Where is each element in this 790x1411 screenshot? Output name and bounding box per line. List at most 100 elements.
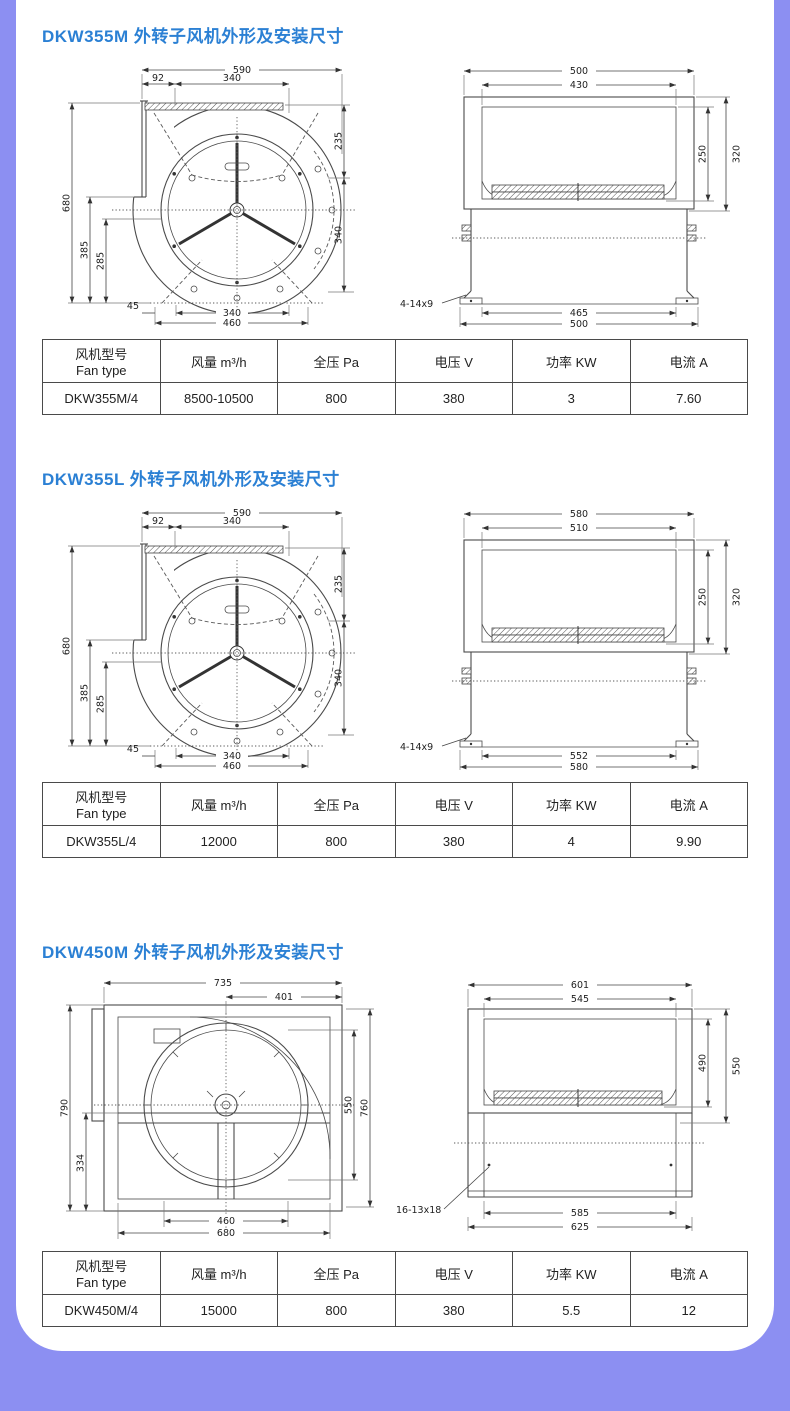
table-row: DKW355M/4 8500-10500 800 380 3 7.60 [42,382,748,415]
header-fan-type-cn: 风机型号 [75,790,128,805]
dim-label: 340 [223,73,241,84]
cell-power: 3 [512,382,631,415]
cell-current: 9.90 [629,825,748,858]
dim-label: 285 [96,252,107,270]
dim-label: 320 [732,145,743,163]
dim-label: 340 [223,516,241,527]
header-pressure: 全压 Pa [277,782,396,826]
header-airflow: 风量 m³/h [159,339,278,383]
header-airflow: 风量 m³/h [159,782,278,826]
dkw355l-front-view-drawing: 590 92 340 235 340 680 385 [62,508,356,772]
spec-table-dkw355m: 风机型号 Fan type 风量 m³/h 全压 Pa 电压 V 功率 KW 电… [42,339,748,415]
dim-label: 680 [62,637,73,655]
header-pressure: 全压 Pa [277,1251,396,1295]
dim-label: 550 [344,1096,355,1114]
header-current: 电流 A [629,1251,748,1295]
frame-dimensions: 601 545 490 550 585 [396,980,743,1233]
dim-label: 340 [334,669,345,687]
cell-pressure: 800 [277,382,396,415]
volute-geometry [98,534,356,768]
dim-label: 340 [334,226,345,244]
header-fan-type-cn: 风机型号 [75,1259,128,1274]
dim-label: 550 [732,1057,743,1075]
header-power: 功率 KW [512,339,631,383]
table-header-row: 风机型号 Fan type 风量 m³/h 全压 Pa 电压 V 功率 KW 电… [42,782,748,826]
dim-label: 92 [152,516,164,527]
cell-voltage: 380 [394,1294,513,1327]
dim-label: 545 [571,994,589,1005]
dim-label: 385 [80,684,91,702]
box-dimensions: 735 401 790 334 550 760 [60,978,374,1239]
cell-current: 7.60 [629,382,748,415]
dim-label: 460 [217,1216,235,1227]
dim-label: 735 [214,978,232,989]
header-fan-type-en: Fan type [75,806,127,821]
cell-pressure: 800 [277,1294,396,1327]
dim-label: 465 [570,308,588,319]
dim-label: 235 [334,575,345,593]
dim-label: 45 [127,301,139,312]
drawing-row-dkw355l: 590 92 340 235 340 680 385 [42,500,748,772]
cell-voltage: 380 [394,382,513,415]
header-voltage: 电压 V [394,1251,513,1295]
dim-label: 460 [223,761,241,772]
dim-label: 510 [570,523,588,534]
hole-spec-label: 4-14x9 [400,299,433,310]
dim-label: 585 [571,1208,589,1219]
dim-label: 340 [223,751,241,762]
dim-label: 235 [334,132,345,150]
cell-current: 12 [629,1294,748,1327]
header-fan-type: 风机型号 Fan type [42,782,161,826]
dim-label: 45 [127,744,139,755]
header-airflow: 风量 m³/h [159,1251,278,1295]
hole-spec-label: 4-14x9 [400,742,433,753]
cell-airflow: 12000 [159,825,278,858]
frame-geometry [454,1008,706,1198]
dim-label: 460 [223,318,241,329]
header-power: 功率 KW [512,782,631,826]
dim-label: 285 [96,695,107,713]
cell-model: DKW355L/4 [42,825,161,858]
header-fan-type: 风机型号 Fan type [42,1251,161,1295]
box-geometry [91,1004,354,1235]
dkw450m-front-view-drawing: 735 401 790 334 550 760 [60,978,374,1239]
drawing-row-dkw450m: 735 401 790 334 550 760 [42,973,748,1241]
spec-table-dkw355l: 风机型号 Fan type 风量 m³/h 全压 Pa 电压 V 功率 KW 电… [42,782,748,858]
table-row: DKW450M/4 15000 800 380 5.5 12 [42,1294,748,1327]
housing-geometry [452,96,706,305]
dim-label: 401 [275,992,293,1003]
cell-airflow: 8500-10500 [159,382,278,415]
drawing-row-dkw355m: 590 92 340 235 340 680 385 [42,57,748,329]
dim-label: 590 [233,65,251,76]
header-current: 电流 A [629,339,748,383]
dim-label: 334 [76,1154,87,1172]
cell-model: DKW450M/4 [42,1294,161,1327]
cell-airflow: 15000 [159,1294,278,1327]
cell-power: 5.5 [512,1294,631,1327]
dim-label: 385 [80,241,91,259]
header-fan-type-cn: 风机型号 [75,347,128,362]
dkw355l-side-view-drawing: 580 510 250 320 552 [400,509,743,772]
volute-dimensions: 590 92 340 235 340 680 385 [62,65,354,329]
cell-voltage: 380 [394,825,513,858]
cell-power: 4 [512,825,631,858]
dim-label: 490 [698,1054,709,1072]
header-voltage: 电压 V [394,339,513,383]
dim-label: 500 [570,66,588,77]
header-fan-type: 风机型号 Fan type [42,339,161,383]
housing-geometry [452,539,706,748]
hole-spec-label: 16-13x18 [396,1205,441,1216]
dim-label: 625 [571,1222,589,1233]
header-fan-type-en: Fan type [75,1275,127,1290]
dim-label: 340 [223,308,241,319]
dkw355m-front-view-drawing: 590 92 340 235 340 680 385 [62,65,356,329]
table-header-row: 风机型号 Fan type 风量 m³/h 全压 Pa 电压 V 功率 KW 电… [42,339,748,383]
dim-label: 601 [571,980,589,991]
page-card: DKW355M 外转子风机外形及安装尺寸 [16,0,774,1351]
header-voltage: 电压 V [394,782,513,826]
header-power: 功率 KW [512,1251,631,1295]
dim-label: 552 [570,751,588,762]
dim-label: 320 [732,588,743,606]
housing-dimensions: 580 510 250 320 552 [400,509,743,772]
dim-label: 590 [233,508,251,519]
